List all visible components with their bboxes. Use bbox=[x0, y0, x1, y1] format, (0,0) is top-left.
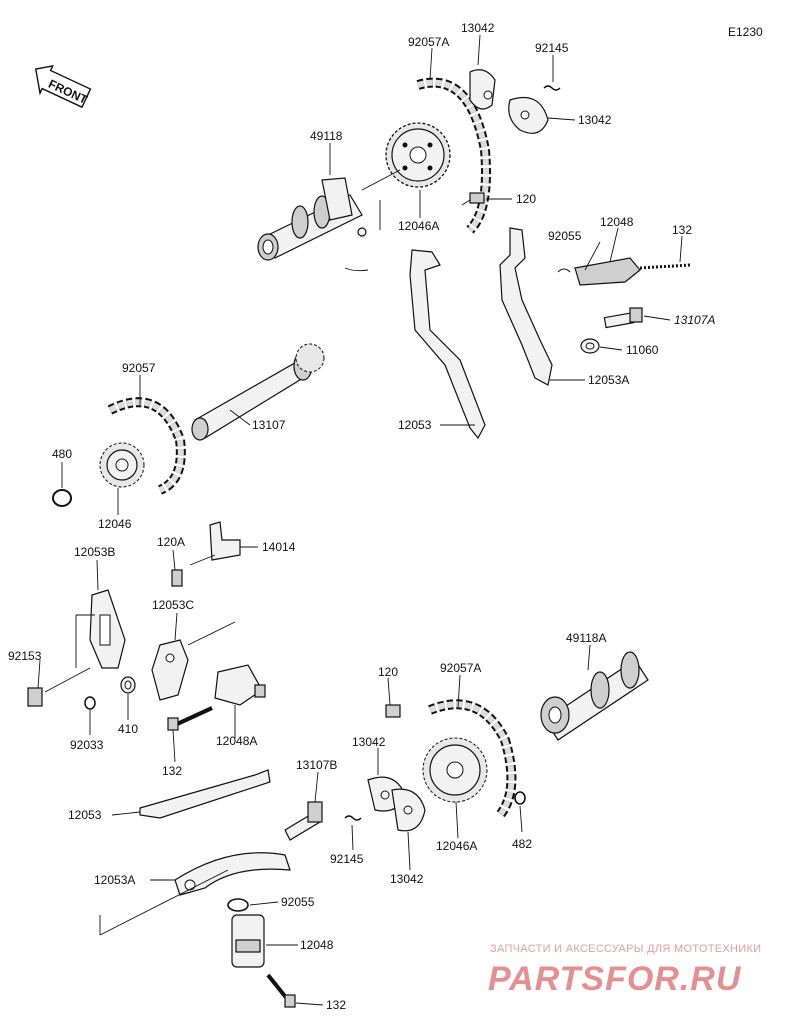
front-arrow-icon: FRONT bbox=[34, 64, 92, 109]
leader-lines bbox=[37, 34, 683, 1006]
bolt-120A bbox=[171, 569, 183, 587]
part-label: 12046 bbox=[98, 517, 132, 531]
part-label: 92033 bbox=[70, 738, 104, 752]
part-label: 480 bbox=[52, 447, 72, 461]
part-label: 132 bbox=[672, 223, 692, 237]
decompressor-plate-top bbox=[508, 96, 549, 134]
part-label: 49118 bbox=[310, 129, 343, 143]
tensioner-12048A bbox=[214, 664, 266, 706]
bolt-13107A bbox=[603, 307, 643, 329]
part-label: 92057A bbox=[408, 35, 449, 49]
guide-12053B bbox=[89, 589, 126, 669]
decompressor-weight-top bbox=[469, 69, 496, 110]
part-label: 13107B bbox=[296, 758, 337, 772]
bolt-120-bottom bbox=[385, 704, 401, 718]
part-label: 12046A bbox=[398, 219, 439, 233]
chain-guide-12053-bottom bbox=[139, 769, 271, 819]
circlip-480 bbox=[52, 489, 72, 507]
tensioner-12048-bottom bbox=[231, 914, 265, 968]
drive-shaft-13107 bbox=[191, 343, 325, 441]
spring-92145-top bbox=[543, 85, 561, 91]
tensioner-guide-12053A-top bbox=[499, 227, 553, 386]
part-label: 12048 bbox=[600, 215, 634, 229]
part-label: 12053B bbox=[74, 545, 115, 559]
part-label: 410 bbox=[118, 722, 138, 736]
bolt-92153 bbox=[27, 687, 43, 707]
part-label: 92055 bbox=[548, 229, 582, 243]
part-label: 13042 bbox=[578, 113, 612, 127]
part-label: 92145 bbox=[330, 852, 364, 866]
part-label: 92057A bbox=[440, 661, 481, 675]
part-label: 92057 bbox=[122, 361, 156, 375]
tensioner-guide-12053A-bottom bbox=[174, 852, 291, 896]
washer-410 bbox=[120, 676, 136, 694]
part-label: 482 bbox=[512, 837, 532, 851]
cam-sprocket-top bbox=[385, 122, 451, 188]
part-label: 132 bbox=[162, 764, 182, 778]
part-label: 11060 bbox=[626, 343, 659, 357]
decompressor-bottom bbox=[367, 776, 426, 832]
sprocket-12046 bbox=[99, 442, 145, 488]
cam-sprocket-bottom bbox=[422, 737, 488, 803]
camshaft-49118 bbox=[257, 177, 363, 261]
tensioner-12048-top bbox=[557, 257, 691, 286]
part-label: 12053 bbox=[398, 418, 432, 432]
bracket-14014 bbox=[189, 521, 241, 566]
bolt-13107B bbox=[284, 801, 323, 841]
circlip-482 bbox=[514, 791, 526, 805]
part-label: 12053 bbox=[68, 808, 102, 822]
washer-92033 bbox=[84, 696, 96, 710]
part-label: 120 bbox=[516, 192, 536, 206]
part-label: 132 bbox=[326, 998, 346, 1012]
timing-chain-92057 bbox=[107, 397, 186, 495]
oring-92055-bottom bbox=[227, 898, 249, 912]
guide-12053C bbox=[151, 621, 236, 701]
part-label: 12053A bbox=[94, 873, 135, 887]
part-label: 12046A bbox=[436, 839, 477, 853]
bolt-132-bottom bbox=[266, 973, 296, 1008]
part-label: 49118A bbox=[566, 631, 606, 645]
part-label: 13107 bbox=[252, 418, 286, 432]
bolt-120-top bbox=[461, 192, 485, 206]
spring-92145-bottom bbox=[344, 815, 362, 821]
camshaft-49118A bbox=[540, 651, 649, 741]
part-label: 92055 bbox=[281, 895, 315, 909]
watermark-brand: PARTSFOR.RU bbox=[488, 960, 742, 998]
part-label: 13107A bbox=[674, 313, 715, 327]
part-label: 13042 bbox=[461, 21, 495, 35]
part-label: 92145 bbox=[535, 41, 569, 55]
washer-11060 bbox=[580, 338, 600, 354]
chain-guide-12053-top bbox=[409, 249, 486, 440]
bolt-132-mid bbox=[167, 706, 213, 731]
diagram-code: E1230 bbox=[728, 25, 763, 39]
part-label: 12053C bbox=[152, 598, 194, 612]
part-label: 13042 bbox=[390, 872, 424, 886]
part-label: 92153 bbox=[8, 649, 42, 663]
part-label: 12053A bbox=[588, 373, 629, 387]
part-label: 120A bbox=[157, 535, 185, 549]
watermark-tagline: ЗАПЧАСТИ И АКСЕССУАРЫ ДЛЯ МОТОТЕХНИКИ bbox=[490, 943, 761, 955]
timing-chain-bottom bbox=[428, 699, 517, 819]
part-label: 12048A bbox=[216, 734, 257, 748]
part-label: 14014 bbox=[262, 540, 296, 554]
part-label: 13042 bbox=[352, 735, 386, 749]
part-label: 12048 bbox=[300, 938, 334, 952]
part-label: 120 bbox=[378, 665, 398, 679]
